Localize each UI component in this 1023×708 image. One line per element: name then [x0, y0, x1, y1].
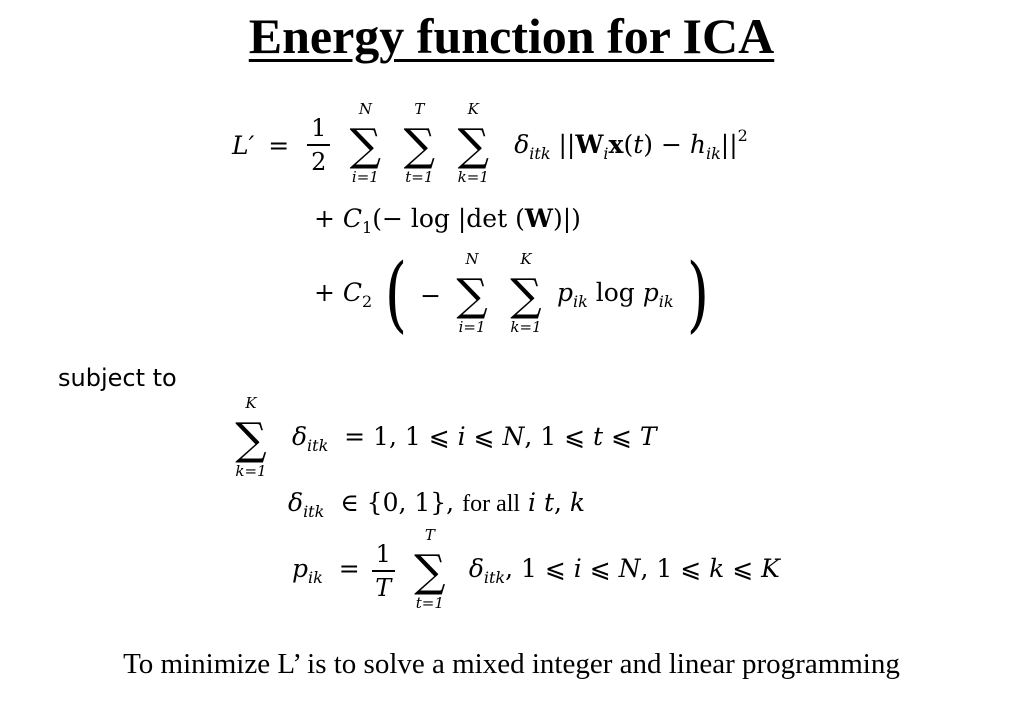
for-all-label: for all: [462, 491, 521, 517]
constraint-delta-binary: δitk ∈ {0, 1}, for all i t, k: [288, 488, 586, 521]
footer-note: To minimize L’ is to solve a mixed integ…: [123, 648, 900, 680]
slide-title: Energy function for ICA: [248, 8, 775, 64]
subject-to-label: subject to: [58, 364, 177, 392]
constraint-sum-delta: K∑k=1 δitk = 1, 1 ⩽ i ⩽ N, 1 ⩽ t ⩽ T: [235, 394, 657, 480]
